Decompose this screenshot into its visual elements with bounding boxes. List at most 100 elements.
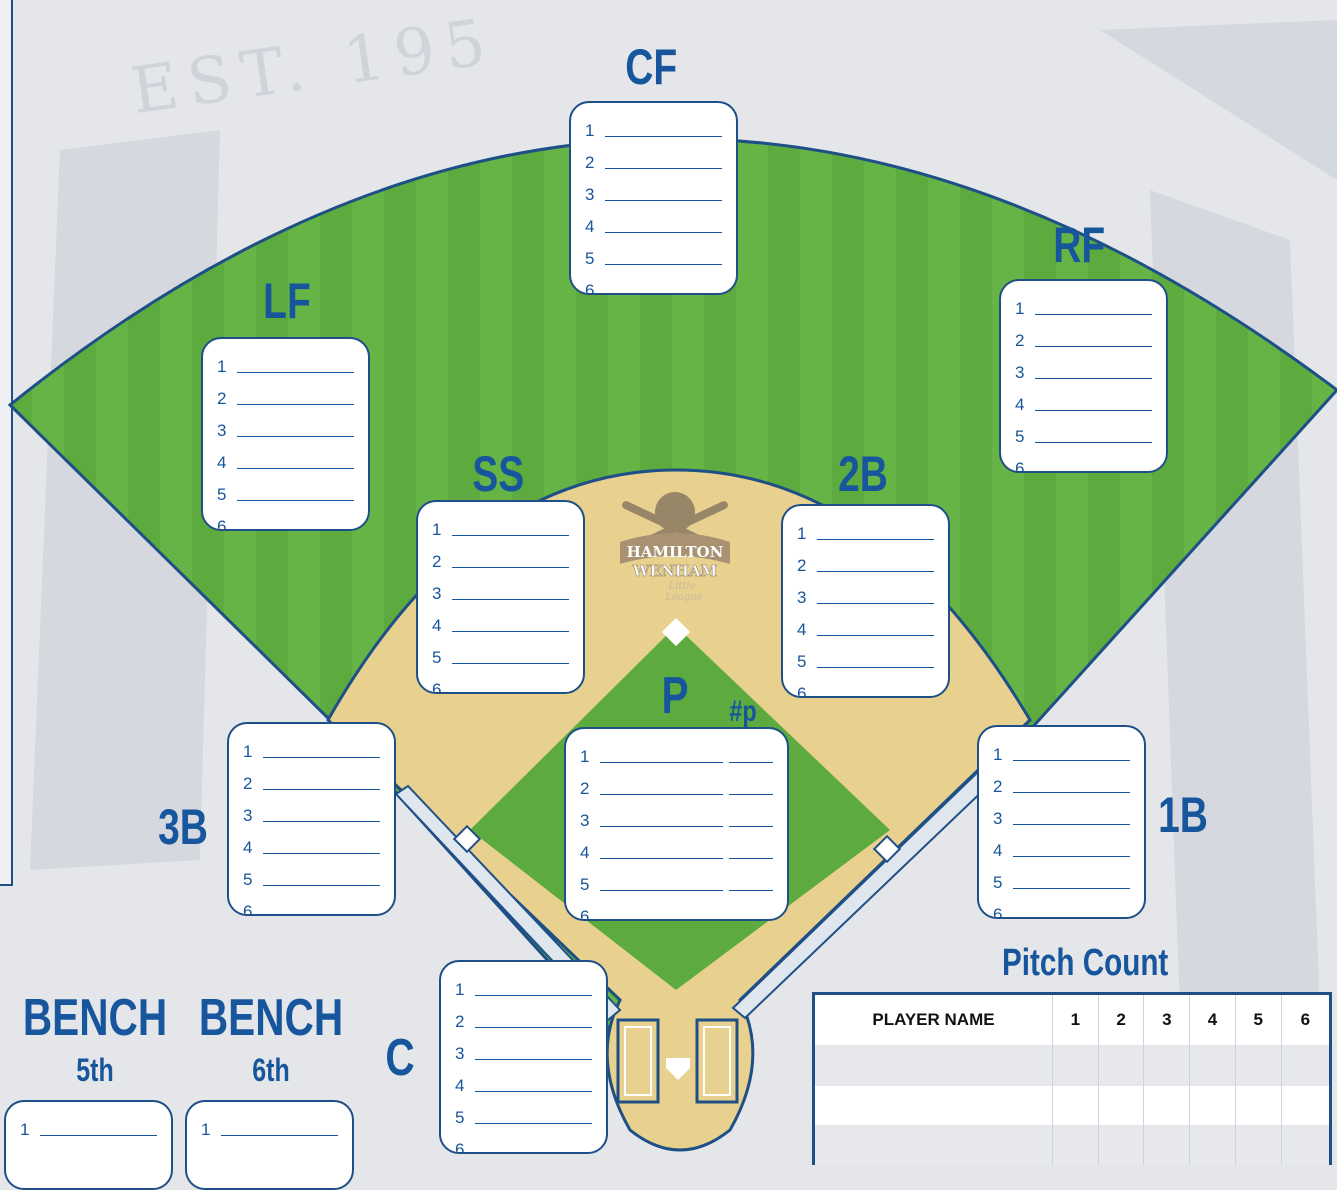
name-line[interactable] <box>263 745 380 758</box>
name-line[interactable] <box>817 623 934 636</box>
pitch-cell[interactable] <box>1098 1086 1144 1126</box>
name-line[interactable] <box>475 1015 592 1028</box>
pitch-count-line[interactable] <box>729 878 773 891</box>
name-line[interactable] <box>475 1047 592 1060</box>
name-line[interactable] <box>600 782 723 795</box>
name-line[interactable] <box>237 456 354 469</box>
header-inning-5: 5 <box>1235 994 1281 1046</box>
slot-number: 3 <box>432 585 452 604</box>
pitch-count-line[interactable] <box>729 750 773 763</box>
name-line[interactable] <box>1013 780 1130 793</box>
name-line[interactable] <box>221 1123 338 1136</box>
name-line[interactable] <box>605 252 722 265</box>
name-line[interactable] <box>600 846 723 859</box>
pitch-cell[interactable] <box>1281 1086 1330 1126</box>
name-line[interactable] <box>817 591 934 604</box>
name-line[interactable] <box>452 651 569 664</box>
name-line[interactable] <box>605 124 722 137</box>
name-line[interactable] <box>1035 366 1152 379</box>
player-name-cell[interactable] <box>814 1126 1053 1166</box>
name-line[interactable] <box>605 156 722 169</box>
pitch-cell[interactable] <box>1098 1046 1144 1086</box>
name-line[interactable] <box>452 619 569 632</box>
pitch-cell[interactable] <box>1144 1126 1190 1166</box>
pitch-cell[interactable] <box>1235 1086 1281 1126</box>
name-line[interactable] <box>600 878 723 891</box>
name-line[interactable] <box>1035 302 1152 315</box>
name-line[interactable] <box>475 1079 592 1092</box>
name-line[interactable] <box>237 360 354 373</box>
lineup-box-bench-6th[interactable]: 1 <box>185 1100 354 1190</box>
pitch-cell[interactable] <box>1281 1046 1330 1086</box>
name-line[interactable] <box>1013 876 1130 889</box>
name-line[interactable] <box>237 424 354 437</box>
name-line[interactable] <box>1035 462 1152 473</box>
header-inning-3: 3 <box>1144 994 1190 1046</box>
name-line[interactable] <box>1035 334 1152 347</box>
pitch-cell[interactable] <box>1144 1046 1190 1086</box>
name-line[interactable] <box>1035 398 1152 411</box>
name-line[interactable] <box>237 392 354 405</box>
name-line[interactable] <box>237 488 354 501</box>
name-line[interactable] <box>605 284 722 295</box>
name-line[interactable] <box>452 555 569 568</box>
slot-number: 4 <box>585 218 605 237</box>
pitch-cell[interactable] <box>1053 1086 1099 1126</box>
name-line[interactable] <box>1013 908 1130 919</box>
name-line[interactable] <box>1013 844 1130 857</box>
name-line[interactable] <box>263 873 380 886</box>
pitch-count-line[interactable] <box>729 910 773 921</box>
name-line[interactable] <box>475 1111 592 1124</box>
name-line[interactable] <box>1013 812 1130 825</box>
name-line[interactable] <box>452 523 569 536</box>
name-line[interactable] <box>263 905 380 916</box>
lineup-box-bench-5th[interactable]: 1 <box>4 1100 173 1190</box>
slot-number: 2 <box>217 390 237 409</box>
pitch-cell[interactable] <box>1190 1086 1236 1126</box>
name-line[interactable] <box>817 655 934 668</box>
pitch-cell[interactable] <box>1098 1126 1144 1166</box>
lineup-slot: 2 <box>217 377 354 409</box>
pitch-count-line[interactable] <box>729 846 773 859</box>
name-line[interactable] <box>817 527 934 540</box>
player-name-cell[interactable] <box>814 1046 1053 1086</box>
pitch-count-line[interactable] <box>729 814 773 827</box>
name-line[interactable] <box>817 559 934 572</box>
name-line[interactable] <box>605 188 722 201</box>
name-line[interactable] <box>263 841 380 854</box>
name-line[interactable] <box>600 750 723 763</box>
name-line[interactable] <box>475 983 592 996</box>
pitch-cell[interactable] <box>1235 1046 1281 1086</box>
pitch-cell[interactable] <box>1144 1086 1190 1126</box>
name-line[interactable] <box>600 814 723 827</box>
pitch-cell[interactable] <box>1190 1046 1236 1086</box>
name-line[interactable] <box>237 520 354 531</box>
pitch-cell[interactable] <box>1053 1046 1099 1086</box>
player-name-cell[interactable] <box>814 1086 1053 1126</box>
pitch-cell[interactable] <box>1281 1126 1330 1166</box>
name-line[interactable] <box>600 910 723 921</box>
pitch-cell[interactable] <box>1053 1126 1099 1166</box>
pitch-count-line[interactable] <box>729 782 773 795</box>
name-line[interactable] <box>263 777 380 790</box>
name-line[interactable] <box>817 687 934 698</box>
name-line[interactable] <box>475 1143 592 1154</box>
pitch-cell[interactable] <box>1190 1126 1236 1166</box>
name-line[interactable] <box>40 1123 157 1136</box>
name-line[interactable] <box>263 809 380 822</box>
name-line[interactable] <box>452 683 569 694</box>
name-line[interactable] <box>1013 748 1130 761</box>
pitch-cell[interactable] <box>1235 1126 1281 1166</box>
name-line[interactable] <box>605 220 722 233</box>
name-line[interactable] <box>1035 430 1152 443</box>
name-line[interactable] <box>452 587 569 600</box>
